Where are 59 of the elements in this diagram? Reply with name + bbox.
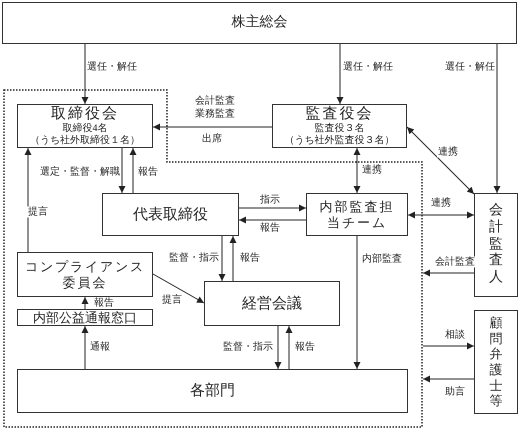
edge-label: 出席 xyxy=(201,134,223,144)
process-box: 内部公益通報窓口 xyxy=(17,309,153,326)
arrow xyxy=(422,376,474,382)
edge-label: 指示 xyxy=(259,194,281,206)
edge-label: 選任・解任 xyxy=(444,62,496,72)
arrow xyxy=(406,126,474,194)
note-label: 会計監査 xyxy=(194,96,236,106)
edge-label: 連携 xyxy=(361,164,383,176)
arrow xyxy=(130,148,136,194)
process-box: 代表取締役 xyxy=(102,193,239,236)
edge-label: 内部監査 xyxy=(361,254,403,264)
arrow xyxy=(274,326,282,370)
arrow xyxy=(238,204,306,212)
edge-label: 通報 xyxy=(89,342,111,352)
edge-label: 選任・解任 xyxy=(342,62,394,72)
arrow xyxy=(82,44,88,104)
edge-label: 選定・監督・解職 xyxy=(39,166,121,178)
process-box: 経営会議 xyxy=(204,281,340,326)
arrow xyxy=(408,212,474,218)
arrow xyxy=(218,236,226,282)
arrow xyxy=(118,148,126,194)
process-box: 株主総会 xyxy=(2,2,517,44)
edge-label: 連携 xyxy=(437,146,459,158)
arrow xyxy=(422,270,474,276)
arrow xyxy=(354,148,360,194)
arrow xyxy=(238,216,306,224)
edge-label: 相談 xyxy=(444,330,466,340)
edge-label: 報告 xyxy=(137,166,159,178)
arrow xyxy=(336,44,344,104)
arrow xyxy=(82,326,88,370)
process-box: 顧問弁護士等 xyxy=(474,310,518,414)
edge-label: 報告 xyxy=(239,252,261,264)
process-box: 会計監査人 xyxy=(474,193,518,297)
edge-label: 助言 xyxy=(444,386,466,398)
process-box: 取締役会 取締役4名 （うち社外取締役１名） xyxy=(17,104,153,148)
edge-label: 選任・解任 xyxy=(86,62,138,72)
arrow xyxy=(82,296,88,310)
arrow xyxy=(24,148,32,252)
process-box: 監査役会 監査役３名 （うち社外監査役３名） xyxy=(272,104,407,148)
edge-label: 会計監査 xyxy=(434,256,476,268)
arrow xyxy=(152,274,204,304)
arrow xyxy=(152,124,272,130)
arrow xyxy=(286,326,292,370)
arrow xyxy=(422,342,474,350)
arrow xyxy=(494,44,500,194)
arrow xyxy=(354,236,360,370)
edge-label: 監督・指示 xyxy=(168,252,220,264)
edge-label: 提言 xyxy=(27,206,49,218)
edge-label: 監督・指示 xyxy=(222,342,274,352)
note-label: 業務監査 xyxy=(194,108,236,120)
edge-label: 報告 xyxy=(93,298,115,308)
edge-label: 連携 xyxy=(430,198,452,208)
edge-label: 提言 xyxy=(161,294,183,306)
process-box: コンプライアンス委員会 xyxy=(17,252,153,297)
edge-label: 報告 xyxy=(259,222,281,234)
process-box: 内部監査担当チーム xyxy=(306,193,408,236)
arrow xyxy=(230,236,236,282)
process-box: 各部門 xyxy=(17,369,408,413)
edge-label: 報告 xyxy=(294,342,316,352)
